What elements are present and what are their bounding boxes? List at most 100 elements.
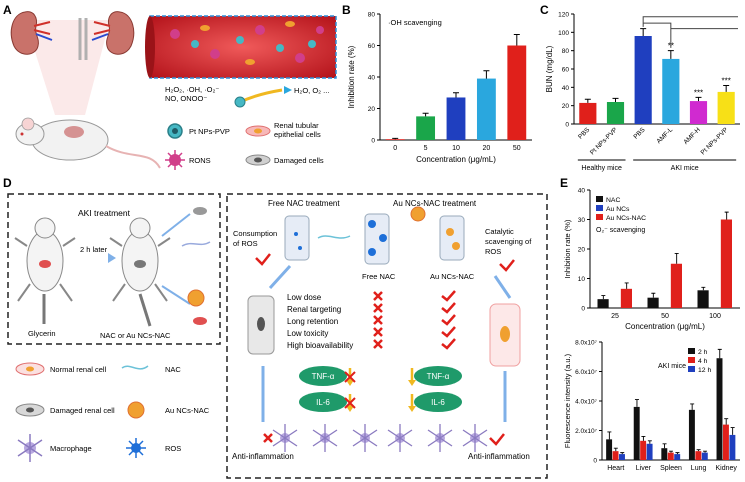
damaged-legend-label: Damaged cells [274, 156, 324, 165]
bar-b-3 [476, 78, 496, 140]
y-label-chartE2: Fluorescence intensity (a.u.) [563, 353, 572, 448]
syringe-icon-2 [138, 293, 152, 327]
bar-chartE2-3-0 [688, 409, 695, 460]
bar-chartE2-4-0 [716, 358, 723, 460]
x-tick-label-chartE2-4: Kidney [715, 465, 737, 472]
x-tick-label-b-1: 5 [424, 145, 428, 152]
error-bar-b-2 [453, 92, 459, 98]
il6-label-right: IL-6 [431, 398, 445, 407]
error-bar-chartE2-0-2 [620, 452, 625, 455]
bar-chartE2-2-0 [661, 448, 668, 460]
y-tick-label-3: 60 [562, 67, 570, 74]
bar-b-1 [416, 116, 436, 140]
y-tick-label-3: 30 [578, 217, 586, 224]
renal-cells-legend-label-2: epithelial cells [274, 130, 321, 139]
legend-label-chartE1-0: NAC [606, 197, 620, 204]
error-bar-chartE2-0-0 [607, 431, 612, 440]
ros-legend-label: ROS [165, 444, 181, 453]
y-tick-label-0: 0 [371, 138, 375, 145]
check-icon-prop-0 [441, 290, 456, 302]
bar-chartE1-1-0 [647, 297, 659, 308]
error-bar-chartE2-2-0 [662, 443, 667, 449]
legend-swatch-chartE2-2 [688, 366, 695, 372]
bar-chartE2-1-2 [646, 443, 653, 460]
significance-c-5: *** [721, 77, 730, 86]
y-tick-label-3: 60 [368, 43, 376, 50]
error-bar-chartE2-1-2 [647, 440, 652, 444]
property-3: Low toxicity [287, 329, 328, 338]
annotation-chartE1: O₂⁻ scavenging [596, 227, 645, 234]
macrophage-legend-label: Macrophage [50, 444, 92, 453]
error-bar-chartE1-2-2 [724, 211, 729, 220]
catalytic-label: Catalytic [485, 227, 514, 236]
error-bar-chartE1-1-0 [651, 292, 656, 298]
down-arrows [346, 368, 416, 412]
property-1: Renal targeting [287, 305, 341, 314]
check-icon-prop-2 [441, 314, 456, 326]
ros-legend-icon [126, 438, 146, 458]
x-tick-label-b-4: 50 [513, 145, 521, 152]
bar-c-3 [662, 58, 680, 124]
anti-inflammation-right: Anti-inflammation [468, 452, 530, 461]
bar-chartE1-2-0 [697, 290, 709, 308]
au-ncs-nac-icon-2 [410, 206, 426, 222]
x-tick-label-b-2: 10 [452, 145, 460, 152]
y-tick-label-0: 0 [581, 306, 585, 313]
bar-chartE1-2-2 [720, 219, 732, 308]
mouse-icon [15, 117, 161, 169]
check-icons [441, 290, 456, 350]
legend-swatch-chartE2-1 [688, 357, 695, 363]
error-bar-chartE2-0-1 [613, 447, 618, 452]
macrophage-legend-icon [17, 434, 43, 462]
bar-chartE1-0-0 [597, 299, 609, 308]
reaction-arrow [239, 88, 283, 104]
check-icon-prop-4 [441, 338, 456, 350]
tnf-pill-left [299, 366, 347, 386]
error-bar-chartE2-4-0 [717, 348, 722, 359]
ros-species-line2: NO, ONOO⁻ [165, 94, 207, 103]
annotation-chartE2: AKI mice [658, 363, 686, 370]
bar-b-4 [507, 45, 527, 140]
tnf-label-left: TNF-α [312, 372, 335, 381]
y-tick-label-2: 20 [578, 247, 586, 254]
bar-b-0 [385, 139, 405, 140]
error-bar-chartE2-1-1 [641, 435, 646, 441]
panel-label-a: A [3, 3, 12, 17]
y-tick-label-0: 0 [565, 122, 569, 129]
macrophage-icon-0 [272, 424, 298, 452]
x-tick-label-chartE1-1: 50 [661, 313, 669, 320]
tnf-label-right: TNF-α [427, 372, 450, 381]
panel-a-illustration: H₂O₂, ·OH, ·O₂⁻ NO, ONOO⁻ H₂O, O₂ ... Pt… [10, 11, 337, 170]
y-tick-label-3: 6.0x10⁷ [575, 369, 598, 376]
cross-icon-anti [263, 433, 273, 443]
error-bar-chartE2-4-2 [730, 427, 735, 435]
x-tick-label-b-0: 0 [393, 145, 397, 152]
y-tick-label-1: 20 [368, 106, 376, 113]
error-bar-b-1 [422, 112, 429, 117]
au-ncs-nac-icon-1 [187, 289, 205, 307]
bar-chartE2-0-2 [619, 454, 625, 460]
normal-cell-legend-label: Normal renal cell [50, 365, 107, 374]
y-tick-label-4: 8.0x10⁷ [575, 340, 598, 347]
bar-chartE2-3-2 [701, 452, 708, 460]
damaged-kidney-icon [193, 207, 207, 215]
bar-chartE2-2-2 [674, 454, 681, 460]
au-nac-treatment-label: Au NCs-NAC treatment [393, 199, 477, 208]
legend-label-chartE2-1: 4 h [698, 358, 708, 365]
y-tick-label-2: 40 [368, 75, 376, 82]
y-label-chartE1: Inhibition rate (%) [563, 219, 572, 278]
au-ncs-nac-legend-icon [127, 401, 145, 419]
x-tick-label-c-2: PBS [632, 126, 647, 141]
error-bar-b-4 [513, 33, 520, 46]
bracket-c-top [642, 16, 738, 27]
blood-vessel [145, 15, 337, 79]
cross-icons [373, 291, 383, 349]
cell-free-nac-left [284, 215, 310, 261]
of-ros-label: of ROS [233, 239, 258, 248]
x-label-chartE1: Concentration (μg/mL) [625, 322, 705, 331]
property-4: High bioavailability [287, 341, 353, 350]
